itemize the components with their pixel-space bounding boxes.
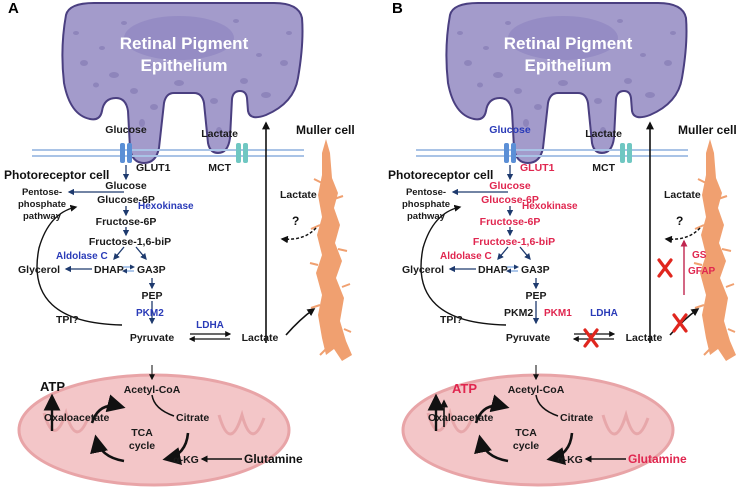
pkm2-label: PKM2	[504, 307, 533, 319]
unknown-transport-question: ?	[292, 214, 299, 228]
ldha-label: LDHA	[196, 320, 224, 331]
hexokinase-label: Hexokinase	[522, 201, 578, 212]
akg-label: α-KG	[173, 454, 199, 466]
fructose16-label: Fructose-1,6-biP	[473, 236, 555, 248]
aldolase-label: Aldolase C	[440, 251, 492, 262]
glut1-label: GLUT1	[520, 162, 555, 174]
lactate-mid-label: Lactate	[242, 332, 279, 344]
block-x-icon	[657, 258, 673, 278]
glutamine-label: Glutamine	[628, 452, 687, 466]
oxaloacetate-label: Oxaloacetate	[44, 412, 110, 424]
glucose6p-label: Glucose-6P	[481, 194, 539, 206]
dhap-label: DHAP	[94, 264, 124, 276]
oxaloacetate-label: Oxaloacetate	[428, 412, 494, 424]
block-x-icon	[583, 328, 599, 348]
lactate-top-label: Lactate	[201, 128, 238, 140]
block-x-icon	[672, 313, 688, 333]
fructose16-label: Fructose-1,6-biP	[89, 236, 171, 248]
muller-cell-label: Muller cell	[296, 123, 355, 137]
gfap-label: GFAP	[688, 266, 716, 277]
citrate-label: Citrate	[176, 412, 209, 424]
unknown-transport-question: ?	[676, 214, 683, 228]
atp-label: ATP	[452, 381, 477, 396]
akg-label: α-KG	[557, 454, 583, 466]
acetylcoa-label: Acetyl-CoA	[508, 384, 565, 396]
lactate-top-label: Lactate	[585, 128, 622, 140]
aldolase-label: Aldolase C	[56, 251, 108, 262]
glucose-top-label: Glucose	[489, 124, 531, 136]
citrate-label: Citrate	[560, 412, 593, 424]
mct-label: MCT	[592, 162, 615, 174]
photoreceptor-label: Photoreceptor cell	[388, 168, 493, 182]
glut1-label: GLUT1	[136, 162, 171, 174]
panel-b: B Retinal Pigment Epithelium Glucose Lac…	[388, 0, 737, 485]
lactate-to-muller-arrow	[669, 308, 700, 336]
hexokinase-label: Hexokinase	[138, 201, 194, 212]
atp-label: ATP	[40, 379, 65, 394]
ppp-line3: pathway	[23, 211, 62, 222]
tca-line2: cycle	[129, 440, 155, 452]
rpe-title-line1: Retinal Pigment	[120, 34, 249, 53]
rpe-title-line2: Epithelium	[141, 56, 228, 75]
glycerol-label: Glycerol	[402, 264, 444, 276]
tpi-label: TPI?	[440, 314, 463, 326]
mct-label: MCT	[208, 162, 231, 174]
lactate-muller-label: Lactate	[664, 189, 701, 201]
lactate-muller-label: Lactate	[280, 189, 317, 201]
gs-label: GS	[692, 250, 707, 261]
lactate-to-muller-arrow	[285, 308, 316, 336]
tca-line1: TCA	[515, 427, 537, 439]
ldha-label: LDHA	[590, 308, 618, 319]
ga3p-label: GA3P	[521, 264, 550, 276]
rpe-title-line2: Epithelium	[525, 56, 612, 75]
glucose-top-label: Glucose	[105, 124, 147, 136]
dhap-label: DHAP	[478, 264, 508, 276]
lactate-mid-label: Lactate	[626, 332, 663, 344]
pkm1-label: PKM1	[544, 308, 572, 319]
pep-label: PEP	[525, 290, 546, 302]
tpi-label: TPI?	[56, 314, 79, 326]
ppp-line2: phosphate	[18, 199, 66, 210]
panel-b-label: B	[392, 0, 403, 17]
ppp-line1: Pentose-	[22, 187, 62, 198]
ppp-line3: pathway	[407, 211, 446, 222]
fructose6p-label: Fructose-6P	[480, 216, 541, 228]
fructose6p-label: Fructose-6P	[96, 216, 157, 228]
muller-cell-label: Muller cell	[678, 123, 737, 137]
glucose-label: Glucose	[105, 180, 147, 192]
pyruvate-label: Pyruvate	[130, 332, 175, 344]
ppp-line2: phosphate	[402, 199, 450, 210]
panel-a-label: A	[8, 0, 19, 17]
tca-line2: cycle	[513, 440, 539, 452]
rpe-title-line1: Retinal Pigment	[504, 34, 633, 53]
glutamine-label: Glutamine	[244, 452, 303, 466]
photoreceptor-label: Photoreceptor cell	[4, 168, 109, 182]
pyruvate-label: Pyruvate	[506, 332, 551, 344]
panel-a: A Retinal Pigment Epithelium Glucose Lac…	[4, 0, 355, 485]
pkm2-label: PKM2	[136, 308, 164, 319]
glucose-label: Glucose	[489, 180, 531, 192]
pep-label: PEP	[141, 290, 162, 302]
ga3p-label: GA3P	[137, 264, 166, 276]
acetylcoa-label: Acetyl-CoA	[124, 384, 181, 396]
glycerol-label: Glycerol	[18, 264, 60, 276]
ppp-line1: Pentose-	[406, 187, 446, 198]
glucose6p-label: Glucose-6P	[97, 194, 155, 206]
tca-line1: TCA	[131, 427, 153, 439]
